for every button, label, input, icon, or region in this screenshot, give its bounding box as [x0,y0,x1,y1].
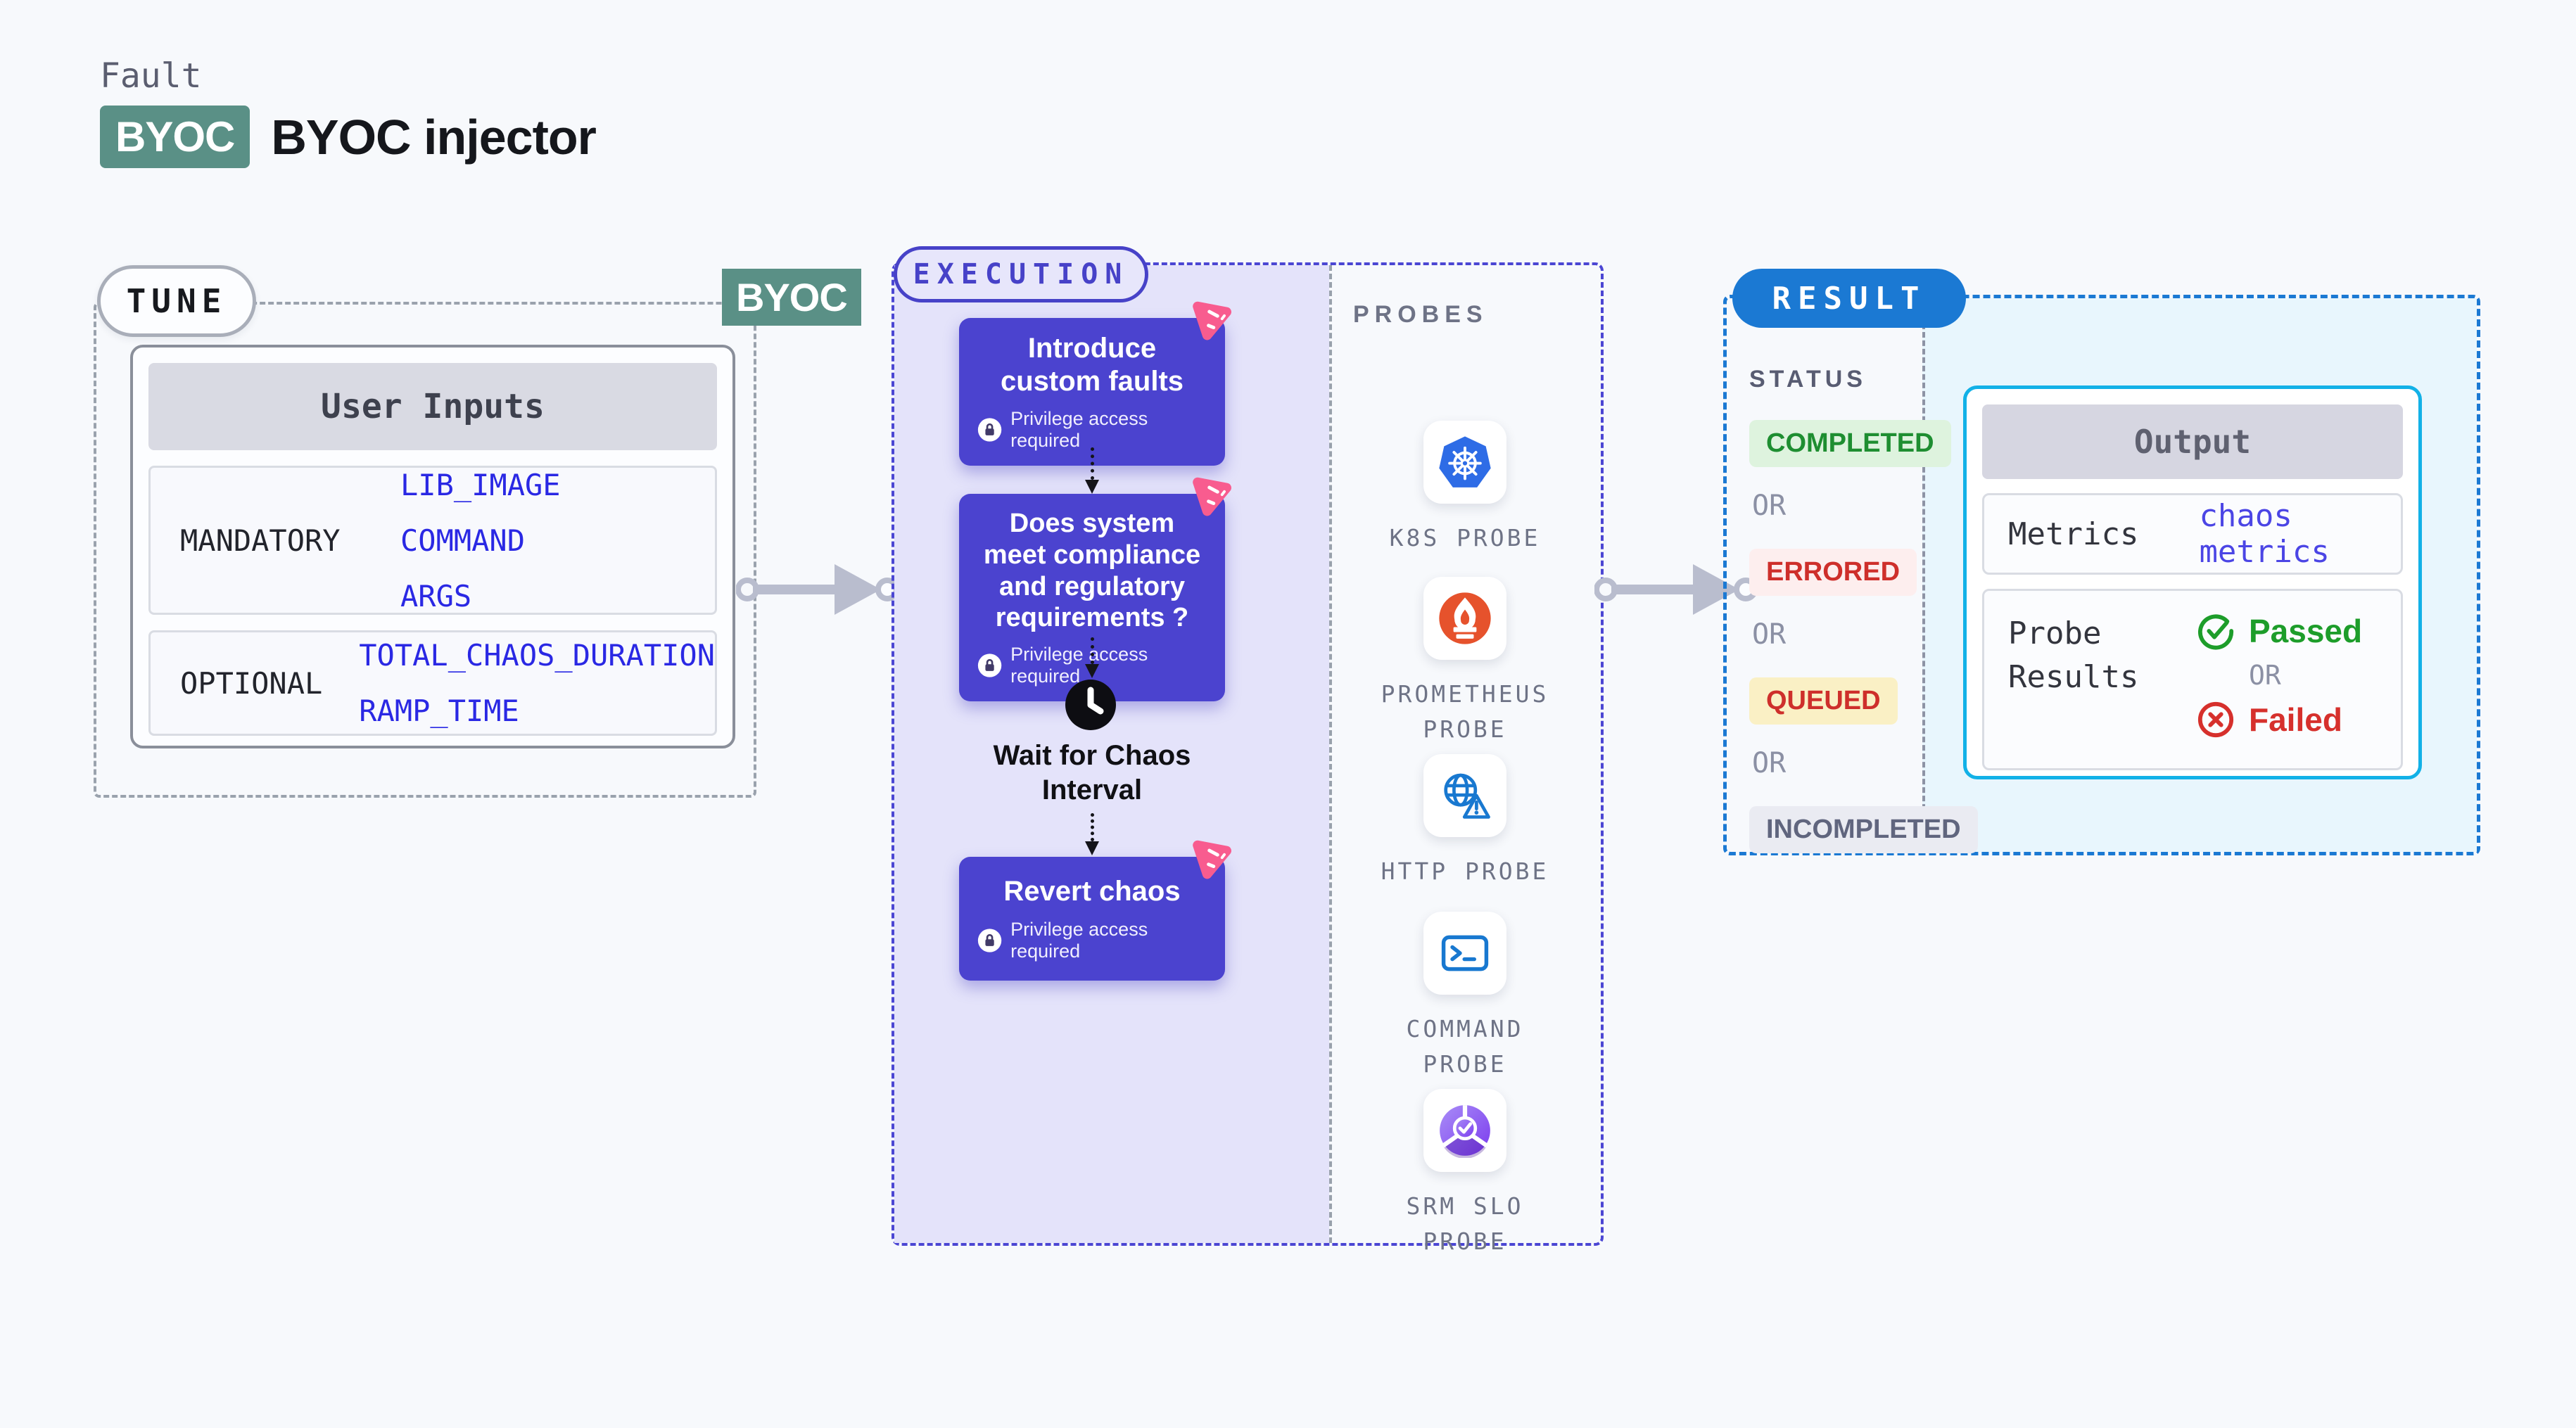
env-var: LIB_IMAGE [400,467,561,502]
page-header: BYOC BYOC injector [100,106,597,168]
wait-for-chaos-label: Wait for Chaos Interval [993,740,1191,805]
status-column: STATUS COMPLETED OR ERRORED OR QUEUED OR… [1749,366,1978,853]
result-pill: RESULT [1732,269,1966,328]
privilege-row: Privilege access required [977,408,1207,452]
kubernetes-icon [1439,436,1491,487]
privilege-row: Privilege access required [977,919,1207,962]
x-circle-icon [2197,701,2234,738]
user-inputs-card: User Inputs MANDATORY LIB_IMAGE COMMAND … [130,345,735,748]
failed-label: Failed [2249,701,2342,738]
env-var: ARGS [400,578,472,613]
lock-icon [977,418,1002,442]
passed-row: Passed [2197,612,2362,650]
or-label: OR [2249,660,2281,691]
lock-icon [977,654,1002,677]
node-title: Revert chaos [1003,876,1181,907]
output-header: Output [1982,404,2403,479]
privilege-label: Privilege access required [1010,918,1148,962]
tune-pill: TUNE [97,265,256,337]
passed-label: Passed [2249,613,2363,649]
chaos-logo-icon [1193,301,1231,340]
probe-card-command [1423,912,1506,995]
probe-card-http [1423,754,1506,837]
check-circle-icon [2198,614,2234,650]
output-card: Output Metrics chaos metrics Probe Resul… [1963,385,2422,779]
execution-probes-divider [1329,265,1332,1243]
metrics-row: Metrics chaos metrics [1982,493,2403,575]
optional-values: TOTAL_CHAOS_DURATION RAMP_TIME [359,638,715,728]
prometheus-icon [1439,592,1491,644]
flow-node-introduce-faults: Introduce custom faults Privilege access… [959,301,1231,466]
probe-results-label: Probe Results [2008,616,2139,695]
status-badge-completed: COMPLETED [1749,420,1951,467]
mandatory-label: MANDATORY [180,523,341,558]
flow-node-compliance-check: Does system meet compliance and regulato… [959,477,1231,702]
env-var: TOTAL_CHAOS_DURATION [359,638,715,672]
clock-icon [1065,680,1116,730]
mandatory-values: LIB_IMAGE COMMAND ARGS [400,468,715,613]
fault-eyebrow: Fault [100,56,202,96]
execution-pill: EXECUTION [894,246,1148,302]
probes-label: PROBES [1353,301,1488,328]
lock-icon [977,928,1002,952]
privilege-row: Privilege access required [977,644,1207,687]
probe-card-prometheus [1423,577,1506,660]
metrics-label: Metrics [2008,516,2139,552]
optional-label: OPTIONAL [180,665,323,701]
node-title: Does system meet compliance and regulato… [983,509,1201,633]
page-title: BYOC injector [271,109,597,165]
flow-connector [1084,447,1100,494]
byoc-header-badge: BYOC [100,106,250,168]
status-badge-errored: ERRORED [1749,549,1917,596]
probe-label-http: HTTP PROBE [1381,858,1549,885]
probe-label-command: COMMAND PROBE [1406,1015,1524,1078]
user-inputs-header: User Inputs [148,363,717,450]
metrics-value: chaos metrics [2199,498,2330,570]
probe-label-prometheus: PROMETHEUS PROBE [1381,680,1549,743]
probe-label-srm-slo: SRM SLO PROBE [1406,1192,1524,1255]
status-badge-incompleted: INCOMPLETED [1749,806,1978,853]
chaos-logo-icon [1193,477,1231,516]
probe-card-k8s [1423,421,1506,504]
byoc-corner-badge: BYOC [722,269,861,326]
privilege-label: Privilege access required [1010,644,1148,687]
env-var: COMMAND [400,523,526,558]
flow-connector [1084,637,1100,678]
probe-results-values: Passed OR Failed [2197,612,2362,747]
privilege-label: Privilege access required [1010,408,1148,452]
or-label: OR [1752,747,1787,779]
node-title: Introduce custom faults [1000,333,1184,397]
tune-section-box [94,302,756,798]
http-globe-icon [1444,773,1490,819]
probe-results-row: Probe Results Passed OR Faile [1982,589,2403,770]
terminal-icon [1441,935,1489,971]
probe-label-k8s: K8S PROBE [1389,524,1541,552]
status-label: STATUS [1749,366,1867,393]
tune-to-execution-arrow [736,564,899,615]
env-var: RAMP_TIME [359,694,519,728]
mandatory-row: MANDATORY LIB_IMAGE COMMAND ARGS [148,466,717,615]
flow-node-revert-chaos: Revert chaos Privilege access required [959,840,1231,981]
optional-row: OPTIONAL TOTAL_CHAOS_DURATION RAMP_TIME [148,630,717,736]
chaos-logo-icon [1193,840,1231,879]
status-badge-queued: QUEUED [1749,677,1898,725]
status-output-divider [1922,298,1925,852]
failed-row: Failed [2197,701,2362,739]
flow-connector [1084,813,1100,855]
or-label: OR [1752,490,1787,522]
probe-card-srm-slo [1423,1089,1506,1172]
or-label: OR [1752,618,1787,651]
probes-to-result-arrow [1594,564,1758,615]
srm-slo-icon [1440,1105,1490,1158]
